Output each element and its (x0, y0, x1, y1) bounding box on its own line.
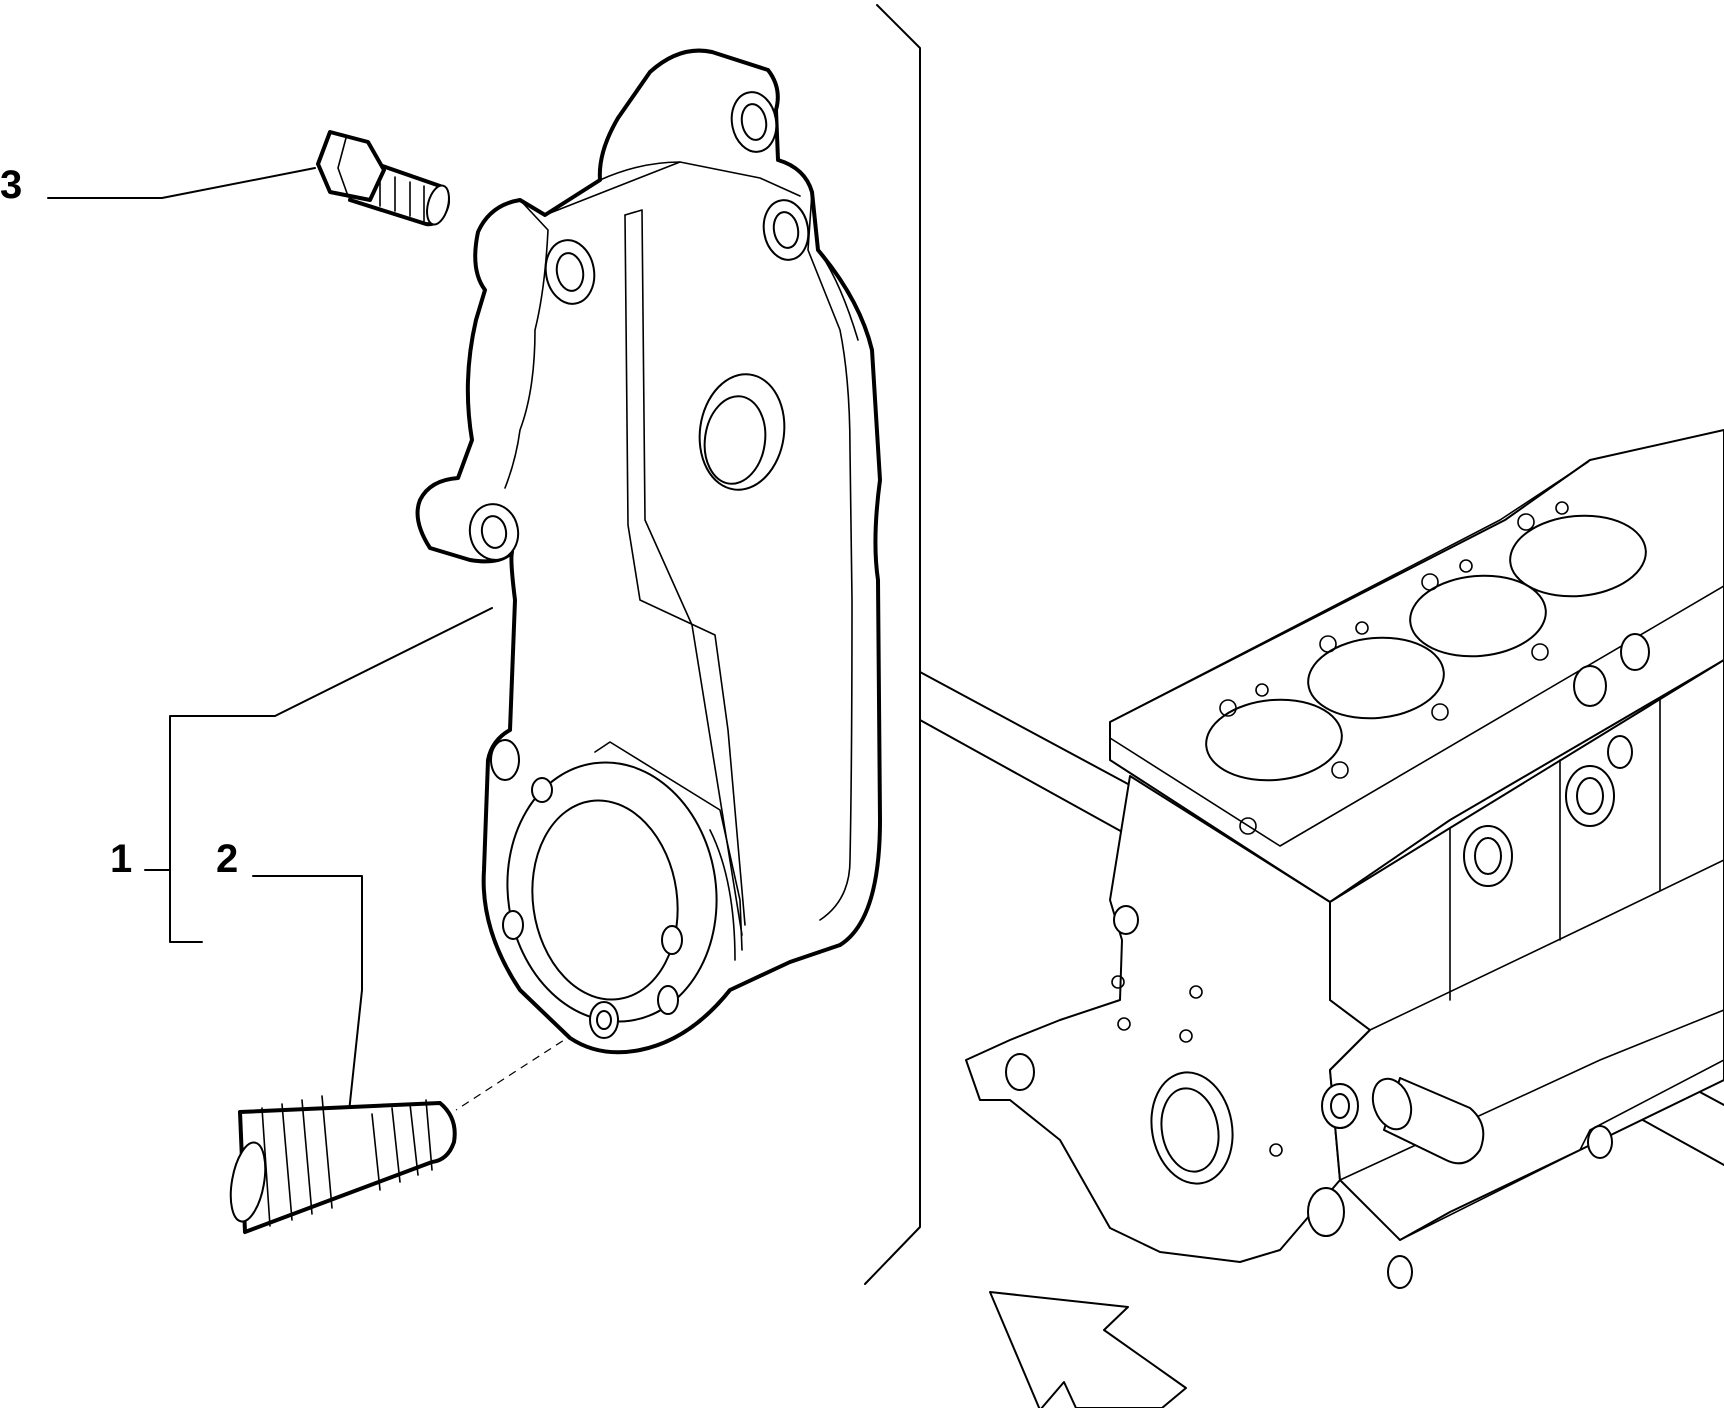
leader-lines (47, 167, 599, 1141)
callout-label-2: 2 (216, 837, 238, 881)
view-direction-arrow-icon (989, 1291, 1187, 1408)
callout-label-1: 1 (110, 837, 132, 881)
leader-line-1 (169, 607, 493, 943)
threaded-stud (229, 1095, 457, 1234)
callout-label-3: 3 (0, 163, 22, 207)
engine-block (965, 429, 1724, 1289)
cover-housing (415, 48, 882, 1055)
hex-bolt (316, 130, 450, 227)
leader-line-2 (252, 875, 363, 1141)
leader-line-3 (47, 167, 316, 199)
